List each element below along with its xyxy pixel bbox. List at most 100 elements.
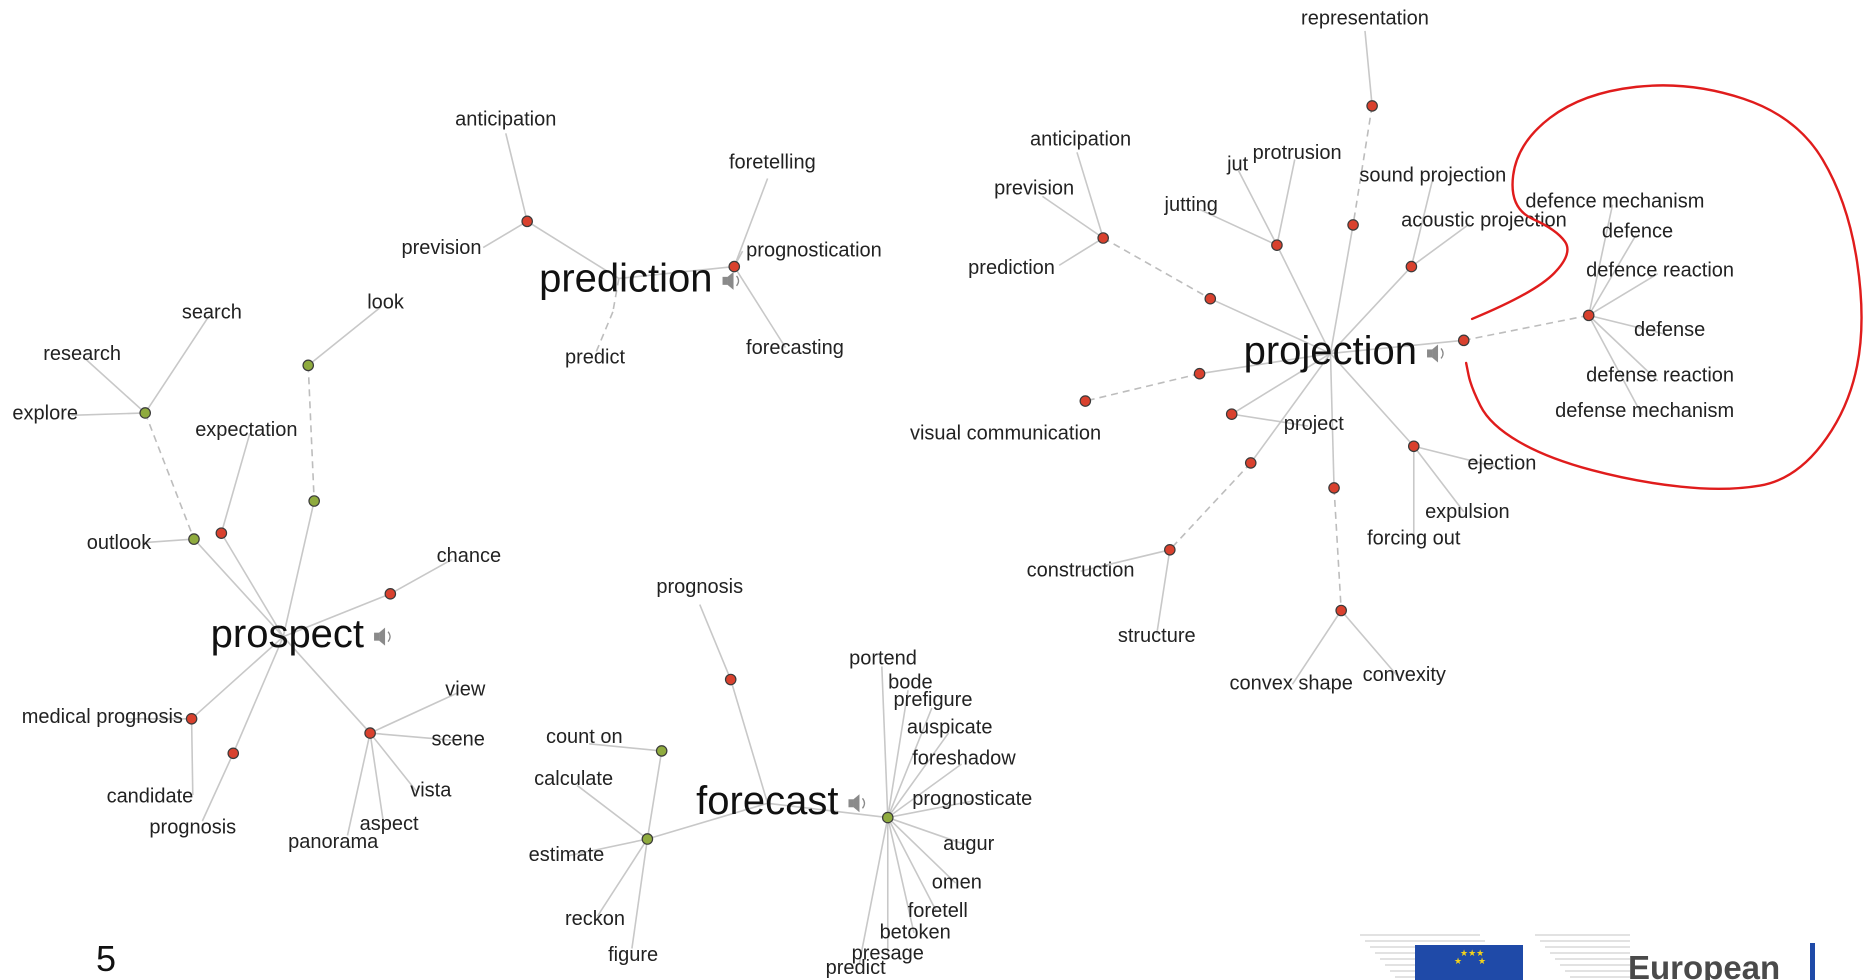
word-label[interactable]: prognostication [746, 239, 882, 261]
word-label[interactable]: bode [888, 671, 933, 693]
word-label[interactable]: search [182, 301, 242, 323]
word-label[interactable]: anticipation [1030, 129, 1131, 151]
word-label[interactable]: prognosis [149, 817, 236, 839]
word-label[interactable]: predict [826, 957, 886, 979]
word-label[interactable]: panorama [288, 831, 379, 853]
synset-node-green[interactable] [641, 833, 654, 845]
synset-node-green[interactable] [655, 745, 668, 757]
word-label[interactable]: betoken [880, 921, 951, 943]
word-label[interactable]: convexity [1363, 664, 1446, 686]
synset-node-red[interactable] [1335, 604, 1347, 617]
word-label[interactable]: construction [1027, 560, 1135, 582]
hub-word-forecast[interactable]: forecast [696, 779, 838, 823]
synset-node-red[interactable] [1193, 367, 1206, 380]
word-label[interactable]: forcing out [1367, 527, 1461, 549]
word-label[interactable]: structure [1118, 625, 1196, 647]
word-label[interactable]: look [367, 292, 405, 314]
word-label[interactable]: prevision [994, 177, 1074, 199]
word-label[interactable]: representation [1301, 7, 1429, 29]
word-label[interactable]: defense mechanism [1555, 400, 1734, 422]
synset-node-red[interactable] [1225, 408, 1238, 420]
synset-node-red[interactable] [724, 673, 737, 686]
synset-node-red[interactable] [227, 747, 240, 760]
synset-node-green[interactable] [881, 811, 894, 824]
word-label[interactable]: ejection [1467, 452, 1536, 474]
synset-node-red[interactable] [1097, 232, 1109, 244]
synset-node-red[interactable] [1366, 100, 1378, 112]
word-label[interactable]: chance [437, 545, 502, 567]
word-label[interactable]: count on [546, 726, 623, 748]
synset-node-green[interactable] [188, 533, 200, 545]
speaker-icon[interactable] [848, 794, 866, 813]
word-label[interactable]: estimate [529, 844, 605, 866]
word-label[interactable]: prediction [968, 257, 1055, 279]
word-label[interactable]: vista [410, 780, 452, 802]
word-label[interactable]: scene [431, 728, 484, 750]
word-label[interactable]: calculate [534, 768, 613, 790]
word-label[interactable]: forecasting [746, 337, 844, 359]
word-label[interactable]: foretelling [729, 151, 816, 173]
word-label[interactable]: prognosticate [912, 788, 1032, 810]
word-label[interactable]: prevision [401, 237, 481, 259]
synset-node-red[interactable] [1079, 395, 1092, 407]
synset-node-red[interactable] [1271, 239, 1283, 251]
word-label[interactable]: jutting [1164, 194, 1218, 216]
word-label[interactable]: protrusion [1253, 142, 1342, 164]
synset-node-red[interactable] [1204, 292, 1217, 305]
word-label[interactable]: aspect [360, 813, 419, 835]
word-label[interactable]: acoustic projection [1401, 210, 1567, 232]
synset-node-red[interactable] [1347, 219, 1359, 231]
synset-node-red[interactable] [1328, 482, 1340, 494]
synset-node-red[interactable] [1457, 334, 1470, 347]
word-label[interactable]: foretell [908, 900, 968, 922]
word-label[interactable]: prognosis [656, 576, 743, 598]
word-label[interactable]: portend [849, 648, 917, 670]
synset-node-red[interactable] [384, 588, 397, 600]
synset-node-red[interactable] [1407, 440, 1420, 453]
synset-node-green[interactable] [302, 359, 315, 372]
hub-word-prospect[interactable]: prospect [211, 612, 364, 656]
word-label[interactable]: omen [932, 871, 982, 893]
word-label[interactable]: defence [1602, 220, 1673, 242]
word-label[interactable]: jut [1226, 154, 1249, 176]
word-label[interactable]: defence reaction [1586, 260, 1734, 282]
word-label[interactable]: convex shape [1229, 673, 1352, 695]
word-label[interactable]: visual communication [910, 423, 1101, 445]
synset-node-red[interactable] [185, 712, 198, 725]
word-label[interactable]: defense [1634, 319, 1705, 341]
synset-node-red[interactable] [215, 527, 228, 539]
word-label[interactable]: anticipation [455, 108, 556, 130]
word-label[interactable]: predict [565, 346, 625, 368]
synset-node-red[interactable] [364, 727, 376, 739]
word-label[interactable]: medical prognosis [22, 706, 183, 728]
word-label[interactable]: reckon [565, 908, 625, 930]
word-label[interactable]: augur [943, 833, 994, 855]
word-label[interactable]: prefigure [894, 689, 973, 711]
word-label[interactable]: explore [12, 402, 78, 424]
word-label[interactable]: research [43, 343, 121, 365]
word-label[interactable]: auspicate [907, 717, 993, 739]
hub-word-prediction[interactable]: prediction [539, 256, 712, 300]
word-label[interactable]: outlook [87, 532, 152, 554]
synset-node-red[interactable] [521, 215, 533, 228]
synset-node-red[interactable] [1164, 544, 1176, 556]
hub-word-projection[interactable]: projection [1244, 329, 1417, 373]
speaker-icon[interactable] [1427, 344, 1444, 363]
word-label[interactable]: defense reaction [1586, 364, 1734, 386]
synset-node-green[interactable] [139, 407, 151, 419]
speaker-icon[interactable] [722, 271, 740, 290]
word-label[interactable]: expectation [195, 419, 297, 441]
synset-node-red[interactable] [1405, 260, 1418, 273]
synset-node-red[interactable] [1244, 457, 1257, 469]
speaker-icon[interactable] [374, 627, 391, 646]
synset-node-red[interactable] [1582, 309, 1595, 322]
word-label[interactable]: foreshadow [912, 748, 1016, 770]
word-label[interactable]: presage [852, 943, 924, 965]
word-label[interactable]: expulsion [1425, 501, 1510, 523]
word-label[interactable]: sound projection [1359, 164, 1506, 186]
word-label[interactable]: project [1284, 413, 1344, 435]
word-label[interactable]: candidate [107, 786, 194, 808]
synset-node-red[interactable] [728, 260, 741, 273]
synset-node-green[interactable] [308, 495, 320, 507]
word-label[interactable]: figure [608, 944, 658, 966]
